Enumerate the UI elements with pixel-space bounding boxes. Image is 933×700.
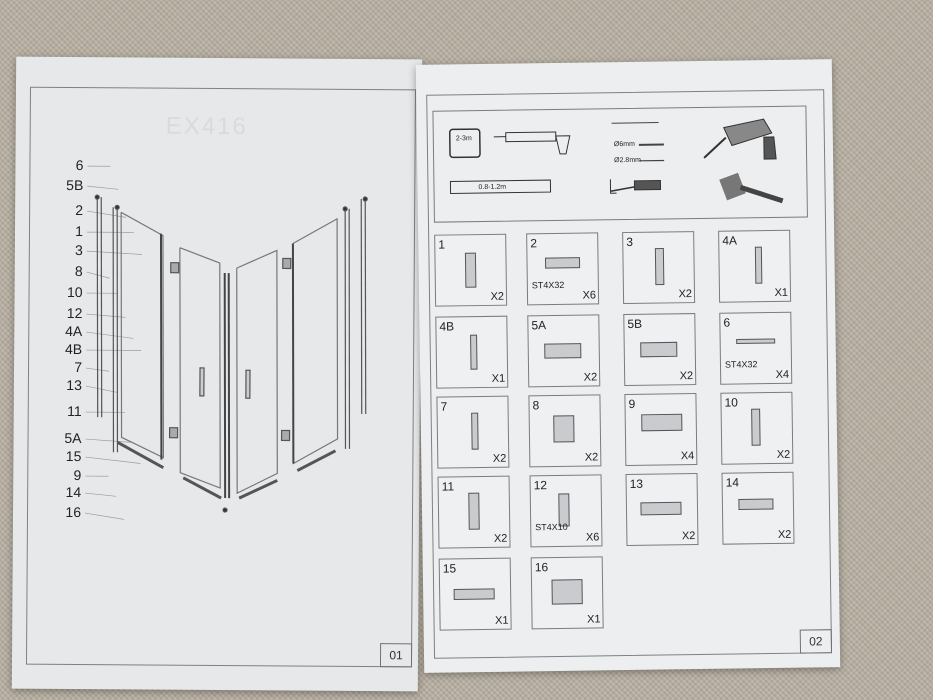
allen-key-icon <box>609 179 617 194</box>
part-illustration <box>754 246 763 284</box>
part-illustration <box>453 588 495 600</box>
leader-line <box>86 250 142 255</box>
part-illustration <box>640 501 682 516</box>
part-illustration <box>470 334 478 370</box>
part-quantity: X6 <box>585 531 600 544</box>
part-illustration <box>551 579 583 605</box>
leader-line <box>84 512 125 520</box>
page-number: 01 <box>379 643 413 668</box>
part-quantity: X2 <box>492 452 507 465</box>
power-drill-icon <box>703 118 777 160</box>
drill-bit-label-2: Ø2.8mm <box>614 156 642 165</box>
tools-illustration <box>448 118 784 204</box>
leader-line <box>85 456 141 464</box>
leader-line <box>85 438 133 443</box>
screwdriver-icon <box>610 180 662 192</box>
leader-line <box>85 492 117 497</box>
spirit-level-icon <box>449 179 552 194</box>
mallet-icon <box>719 172 784 204</box>
screw-spec: ST4X10 <box>535 521 568 533</box>
part-quantity: X2 <box>776 448 791 461</box>
part-illustration <box>544 257 581 269</box>
part-illustration <box>544 343 582 359</box>
part-number: 8 <box>532 398 540 413</box>
part-illustration <box>558 493 570 527</box>
tape-measure-label: 2-3m <box>455 135 472 143</box>
part-illustration <box>640 341 678 358</box>
part-illustration <box>654 247 665 286</box>
part-quantity: X2 <box>679 370 694 383</box>
part-quantity: X4 <box>680 450 695 463</box>
leader-line <box>86 331 134 339</box>
level-label: 0.8-1.2m <box>478 183 507 192</box>
leader-line <box>87 185 119 190</box>
part-illustration <box>751 408 761 446</box>
part-quantity: X2 <box>678 288 693 301</box>
part-illustration <box>471 412 479 450</box>
part-quantity: X4 <box>775 368 790 381</box>
tools-panel: 2-3m 0.8-1.2m Ø6mm Ø2.8mm <box>432 105 808 223</box>
screw-spec: ST4X32 <box>724 359 758 370</box>
part-illustration <box>464 252 477 288</box>
leader-line <box>87 210 127 218</box>
part-quantity: X2 <box>584 451 599 464</box>
part-quantity: X1 <box>774 286 789 299</box>
part-number: 2 <box>530 236 538 251</box>
screw-spec: ST4X32 <box>531 279 565 291</box>
part-illustration <box>736 338 776 344</box>
part-quantity: X2 <box>777 528 792 541</box>
tape-measure-icon <box>448 128 481 159</box>
part-quantity: X1 <box>494 614 509 627</box>
part-quantity: X2 <box>493 532 508 545</box>
leader-line <box>86 271 110 279</box>
part-quantity: X2 <box>583 371 598 384</box>
part-quantity: X1 <box>586 613 601 626</box>
shower-enclosure-diagram <box>84 165 368 520</box>
part-number: 9 <box>628 396 636 411</box>
part-number: 3 <box>626 234 634 250</box>
part-quantity: X2 <box>681 530 696 543</box>
part-illustration <box>641 413 683 432</box>
chisel-icon <box>611 122 659 124</box>
part-number: 7 <box>440 399 448 414</box>
leader-line <box>86 313 126 318</box>
caulking-gun-icon <box>493 131 571 155</box>
part-quantity: X1 <box>491 372 506 385</box>
part-illustration <box>738 498 774 510</box>
part-quantity: X6 <box>582 289 597 302</box>
part-number: 1 <box>438 237 446 252</box>
part-illustration <box>468 492 480 530</box>
part-quantity: X2 <box>490 290 505 303</box>
part-illustration <box>553 415 575 443</box>
drill-bit-label-1: Ø6mm <box>613 140 635 149</box>
part-number: 6 <box>723 315 731 330</box>
page-number: 02 <box>799 629 833 654</box>
